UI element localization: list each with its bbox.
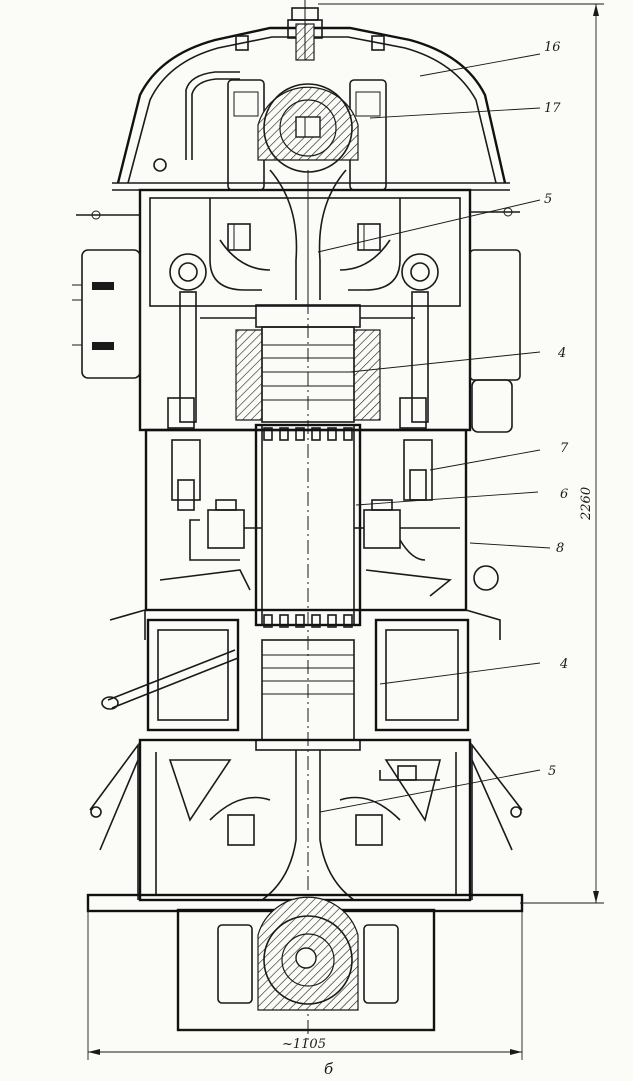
upper-crank-assembly (227, 79, 387, 300)
callout-5-top: 5 (544, 192, 552, 207)
callout-16: 16 (544, 40, 561, 55)
view-label: б (324, 1060, 334, 1078)
upper-casing (72, 188, 521, 433)
callout-6: 6 (560, 487, 568, 502)
middle-casing (109, 428, 501, 640)
cylinder-liner (254, 300, 362, 1040)
callout-7: 7 (560, 441, 569, 456)
engine-base (86, 893, 524, 1032)
dimension-lines (87, 3, 604, 1060)
height-dimension: 2260 (579, 487, 594, 521)
callout-4-bottom: 4 (559, 657, 568, 672)
callout-4-top: 4 (557, 346, 566, 361)
callout-8: 8 (556, 541, 564, 556)
callout-labels: 16 17 5 4 7 6 8 4 5 (544, 40, 569, 779)
callout-5-bottom: 5 (548, 764, 556, 779)
width-dimension: ~1105 (282, 1037, 326, 1052)
callout-17: 17 (544, 101, 561, 116)
upper-piston (200, 304, 415, 423)
lower-piston (101, 618, 470, 751)
leader-lines (317, 53, 551, 813)
lower-casing (89, 738, 523, 902)
